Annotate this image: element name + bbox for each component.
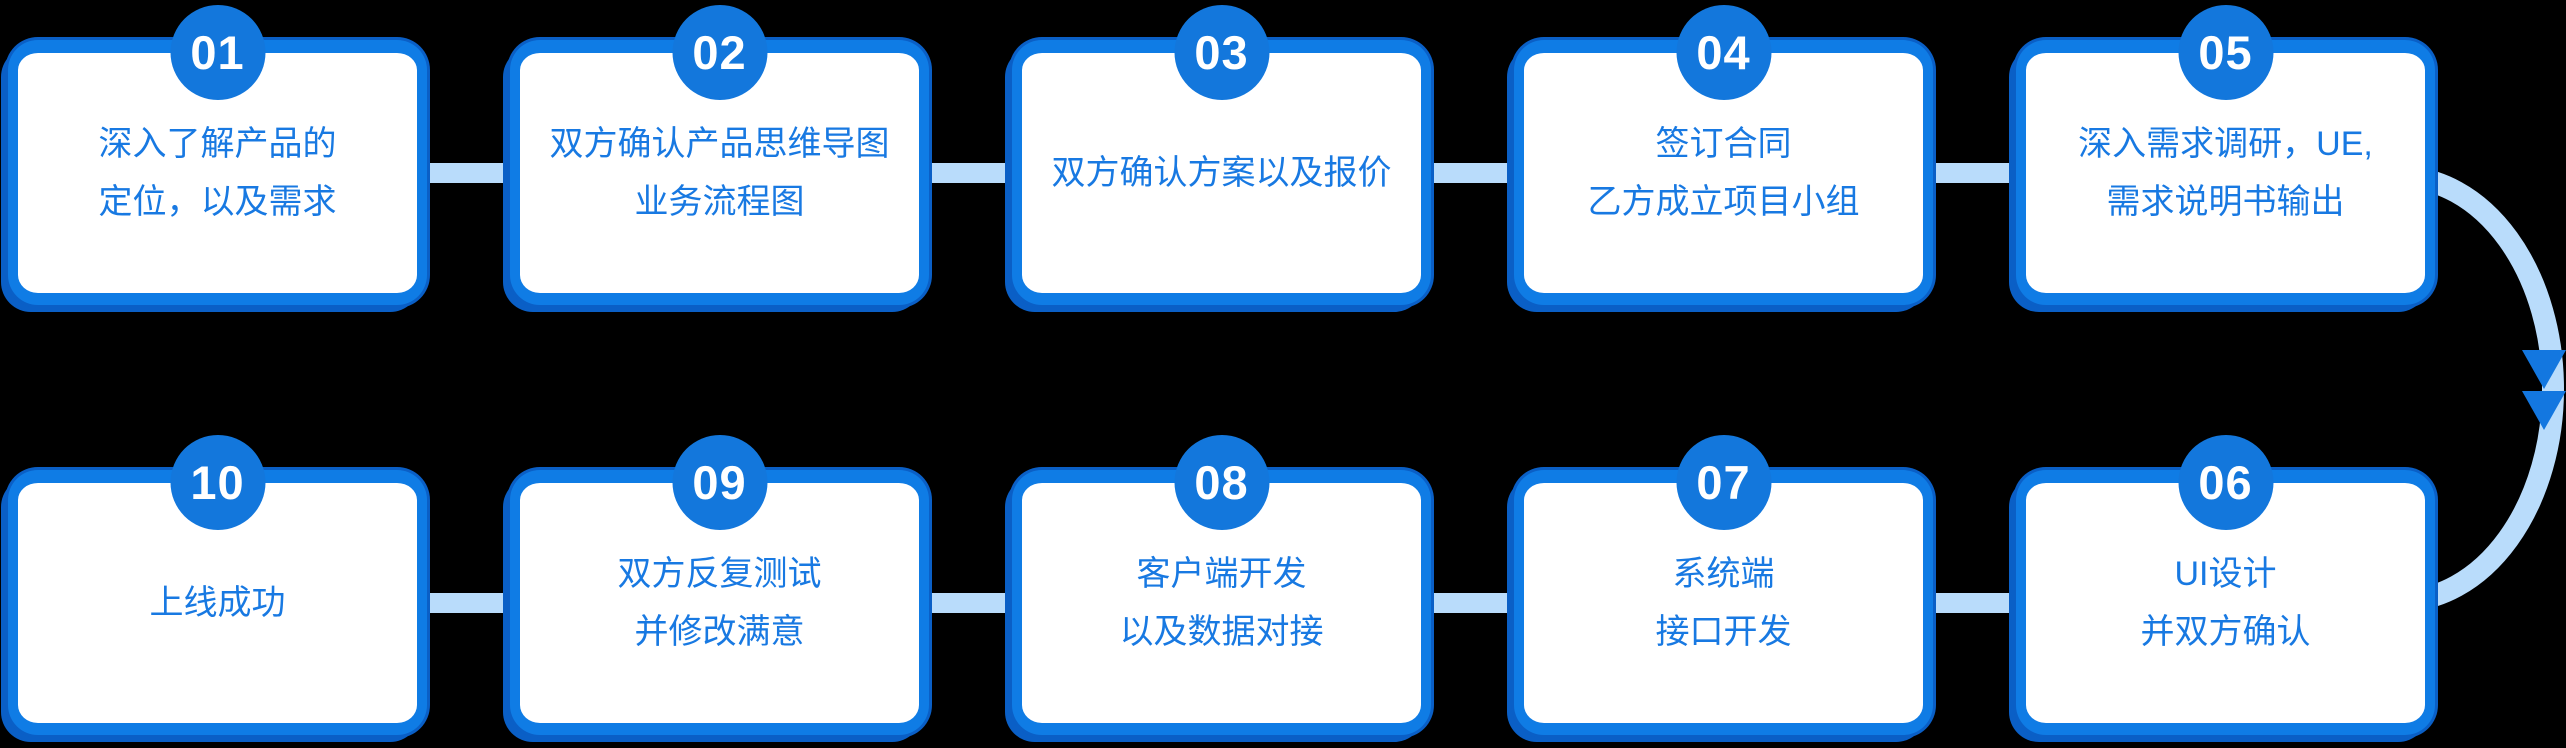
step-text: 签订合同 乙方成立项目小组 <box>1587 125 1860 221</box>
step-number-badge: 02 <box>672 5 767 100</box>
step-number-badge: 04 <box>1676 5 1771 100</box>
step-card-08: 08 客户端开发 以及数据对接 <box>1012 435 1431 735</box>
connector-bar <box>1933 592 2016 613</box>
step-text: 双方反复测试 并修改满意 <box>617 555 822 651</box>
step-text: 深入了解产品的 定位，以及需求 <box>98 125 337 221</box>
step-number-badge: 03 <box>1174 5 1269 100</box>
step-card-04: 04 签订合同 乙方成立项目小组 <box>1514 5 1933 305</box>
step-number-badge: 08 <box>1174 435 1269 530</box>
step-text: 深入需求调研，UE, 需求说明书输出 <box>2078 125 2373 221</box>
step-number-badge: 09 <box>672 435 767 530</box>
arrow-down-icon <box>2522 350 2566 389</box>
step-number-badge: 06 <box>2178 435 2273 530</box>
connector-bar <box>1933 162 2016 183</box>
step-text: 双方确认方案以及报价 <box>1051 154 1392 192</box>
flow-row-bottom: 10 上线成功 09 双方反复测试 并修改满意 08 客户端开发 以及数据对接 … <box>8 435 2435 735</box>
connector-bar <box>929 592 1012 613</box>
flow-curve <box>2399 166 2564 612</box>
step-card-10: 10 上线成功 <box>8 435 427 735</box>
step-card-05: 05 深入需求调研，UE, 需求说明书输出 <box>2016 5 2435 305</box>
step-text: 上线成功 <box>149 584 286 622</box>
step-card-03: 03 双方确认方案以及报价 <box>1012 5 1431 305</box>
step-card-09: 09 双方反复测试 并修改满意 <box>510 435 929 735</box>
step-number-badge: 07 <box>1676 435 1771 530</box>
step-card-06: 06 UI设计 并双方确认 <box>2016 435 2435 735</box>
connector-bar <box>929 162 1012 183</box>
connector-bar <box>427 592 510 613</box>
step-card-01: 01 深入了解产品的 定位，以及需求 <box>8 5 427 305</box>
step-card-07: 07 系统端 接口开发 <box>1514 435 1933 735</box>
step-number-badge: 10 <box>170 435 265 530</box>
connector-bar <box>427 162 510 183</box>
connector-bar <box>1431 592 1514 613</box>
flow-row-top: 01 深入了解产品的 定位，以及需求 02 双方确认产品思维导图 业务流程图 0… <box>8 5 2435 305</box>
step-card-02: 02 双方确认产品思维导图 业务流程图 <box>510 5 929 305</box>
step-text: 系统端 接口开发 <box>1655 555 1792 651</box>
step-text: 客户端开发 以及数据对接 <box>1119 555 1324 651</box>
step-text: UI设计 并双方确认 <box>2140 555 2311 651</box>
arrow-down-icon <box>2522 391 2566 430</box>
step-number-badge: 05 <box>2178 5 2273 100</box>
step-number-badge: 01 <box>170 5 265 100</box>
connector-bar <box>1431 162 1514 183</box>
step-text: 双方确认产品思维导图 业务流程图 <box>549 125 890 221</box>
